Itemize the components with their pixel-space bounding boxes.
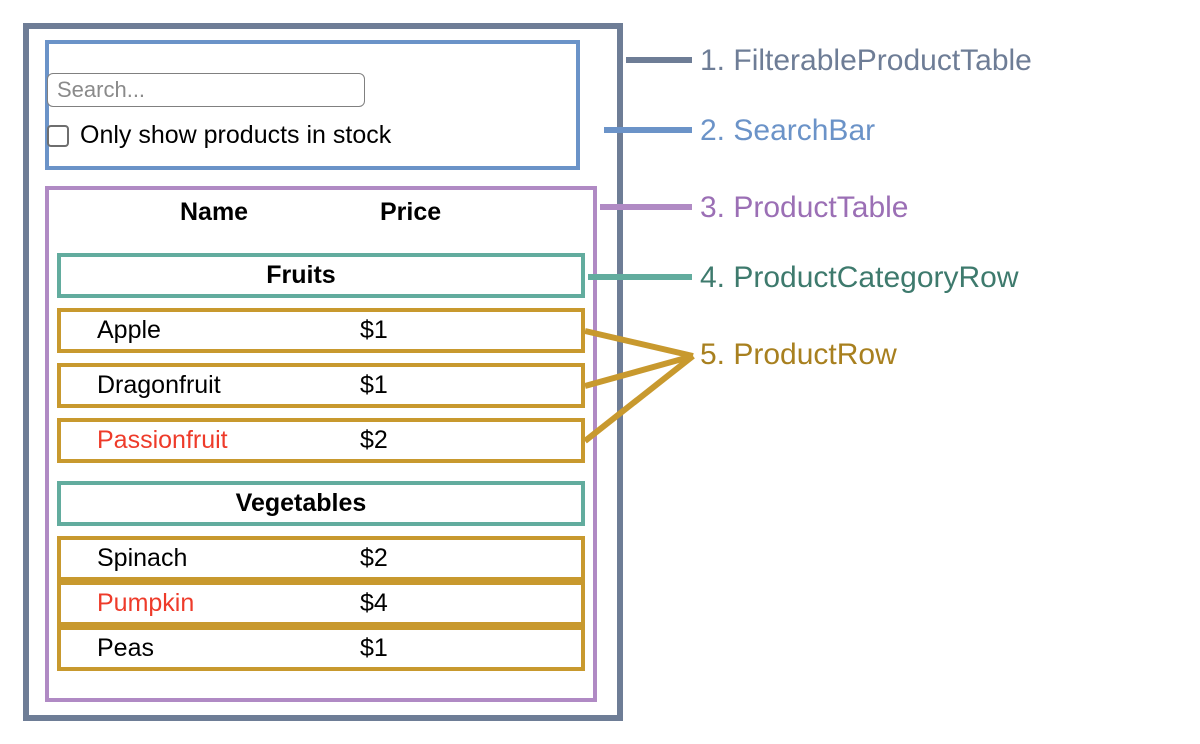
column-header-price: Price [380,198,442,226]
product-table-header: Name Price [45,200,585,240]
legend-number: 1. [700,44,726,77]
in-stock-checkbox-row[interactable]: Only show products in stock [47,123,391,148]
product-row: Dragonfruit $1 [57,363,585,408]
product-price: $2 [360,426,388,454]
column-header-name: Name [180,198,249,226]
product-row: Apple $1 [57,308,585,353]
product-row: Pumpkin $4 [57,581,585,626]
product-category-row: Fruits [57,253,585,298]
product-row: Peas $1 [57,626,585,671]
search-input-placeholder: Search... [57,77,146,102]
legend-label-text: FilterableProductTable [733,44,1032,77]
legend-number: 4. [700,261,726,294]
legend-label-text: ProductRow [733,338,897,371]
product-price: $4 [360,589,388,617]
legend-label-text: SearchBar [733,114,876,147]
product-category-label: Vegetables [235,489,367,517]
legend-item-product-table: 3. ProductTable [700,193,908,223]
legend-label-text: ProductTable [733,191,909,224]
in-stock-checkbox-label: Only show products in stock [80,121,392,149]
product-price: $2 [360,544,388,572]
product-price: $1 [360,316,388,344]
product-row: Spinach $2 [57,536,585,581]
product-category-label: Fruits [266,261,336,289]
legend-item-product-row: 5. ProductRow [700,340,897,370]
legend-item-filterable-product-table: 1. FilterableProductTable [700,46,1032,76]
product-row: Passionfruit $2 [57,418,585,463]
product-name: Passionfruit [97,426,228,454]
in-stock-checkbox[interactable] [47,124,69,147]
legend-item-search-bar: 2. SearchBar [700,116,875,146]
legend-label-text: ProductCategoryRow [733,261,1019,294]
product-name: Apple [97,316,161,344]
product-name: Pumpkin [97,589,195,617]
search-input[interactable]: Search... [47,73,365,107]
product-price: $1 [360,634,388,662]
product-name: Peas [97,634,154,662]
product-price: $1 [360,371,388,399]
product-name: Spinach [97,544,188,572]
legend-item-product-category-row: 4. ProductCategoryRow [700,263,1019,293]
product-name: Dragonfruit [97,371,221,399]
legend-number: 3. [700,191,726,224]
legend-number: 2. [700,114,726,147]
legend-number: 5. [700,338,726,371]
product-category-row: Vegetables [57,481,585,526]
